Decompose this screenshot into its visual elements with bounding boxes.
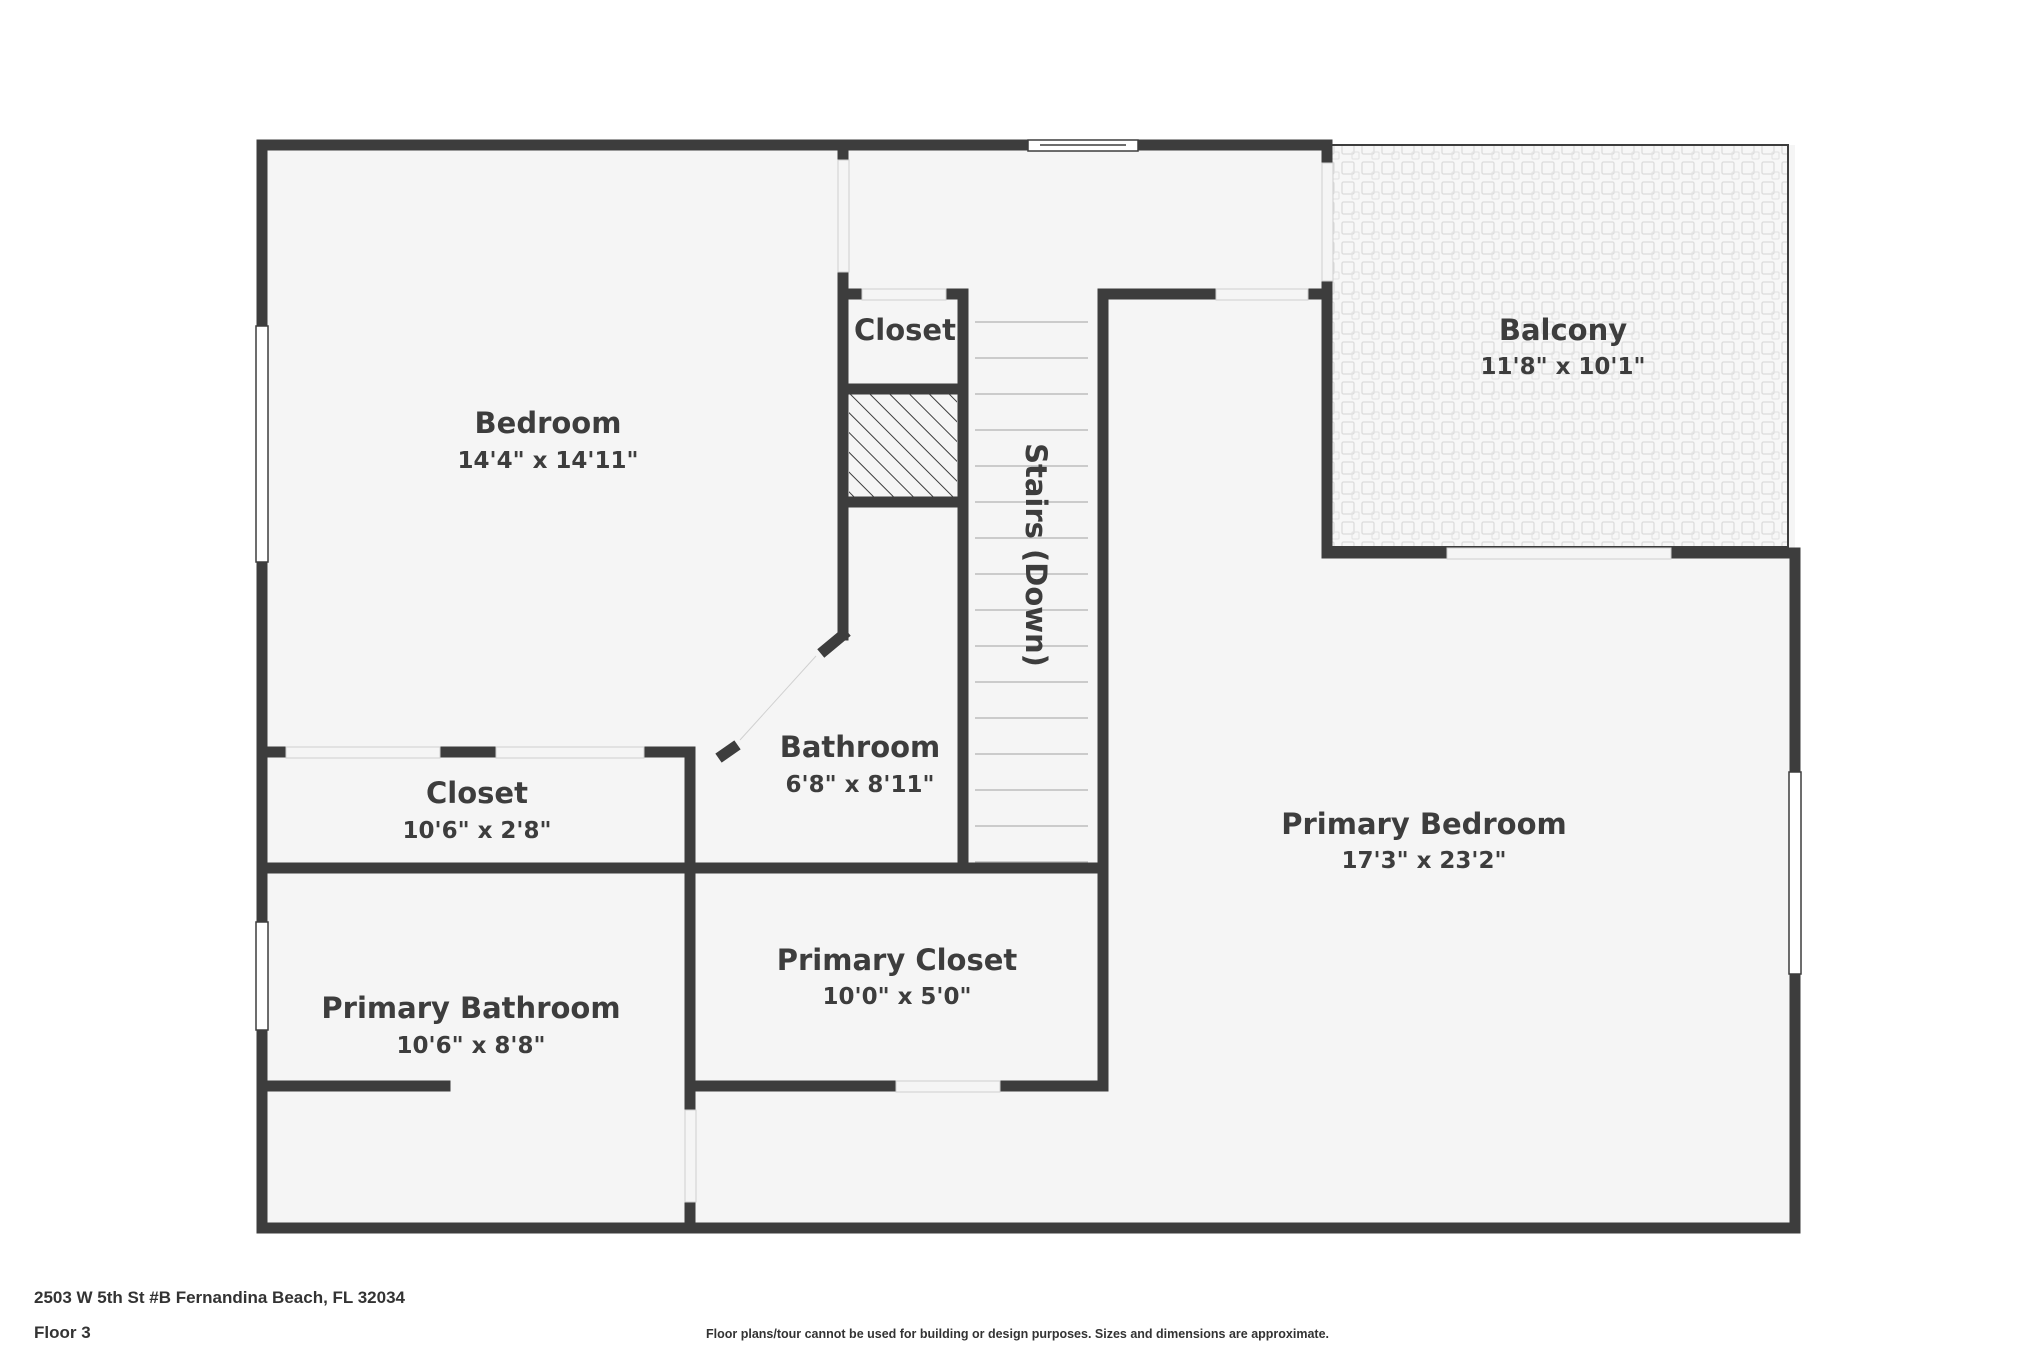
bedroom-name: Bedroom bbox=[475, 406, 622, 440]
primary-bathroom-dims: 10'6" x 8'8" bbox=[397, 1033, 546, 1059]
property-address: 2503 W 5th St #B Fernandina Beach, FL 32… bbox=[34, 1288, 405, 1307]
stairs-label: Stairs (Down) bbox=[1019, 443, 1053, 667]
balcony-dims: 11'8" x 10'1" bbox=[1481, 354, 1646, 380]
primary-closet-dims: 10'0" x 5'0" bbox=[823, 984, 972, 1010]
bathroom-dims: 6'8" x 8'11" bbox=[786, 772, 935, 798]
primary-bedroom-name: Primary Bedroom bbox=[1281, 807, 1566, 841]
primary-closet-name: Primary Closet bbox=[777, 943, 1018, 977]
bathroom-name: Bathroom bbox=[780, 730, 941, 764]
shaft-hatch bbox=[849, 394, 957, 498]
primary-bedroom-dims: 17'3" x 23'2" bbox=[1342, 848, 1507, 874]
balcony-area bbox=[1327, 144, 1789, 548]
primary-bathroom-name: Primary Bathroom bbox=[321, 991, 620, 1025]
disclaimer: Floor plans/tour cannot be used for buil… bbox=[706, 1327, 1330, 1341]
floor-label: Floor 3 bbox=[34, 1323, 91, 1342]
closet-small-name: Closet bbox=[854, 313, 956, 347]
closet-long-dims: 10'6" x 2'8" bbox=[403, 818, 552, 844]
bedroom-dims: 14'4" x 14'11" bbox=[458, 448, 639, 474]
openings bbox=[255, 139, 1802, 1203]
room-labels: Bedroom 14'4" x 14'11" Closet Stairs (Do… bbox=[321, 313, 1645, 1059]
closet-long-name: Closet bbox=[426, 776, 528, 810]
stair-treads bbox=[975, 321, 1088, 863]
balcony-name: Balcony bbox=[1499, 313, 1627, 347]
